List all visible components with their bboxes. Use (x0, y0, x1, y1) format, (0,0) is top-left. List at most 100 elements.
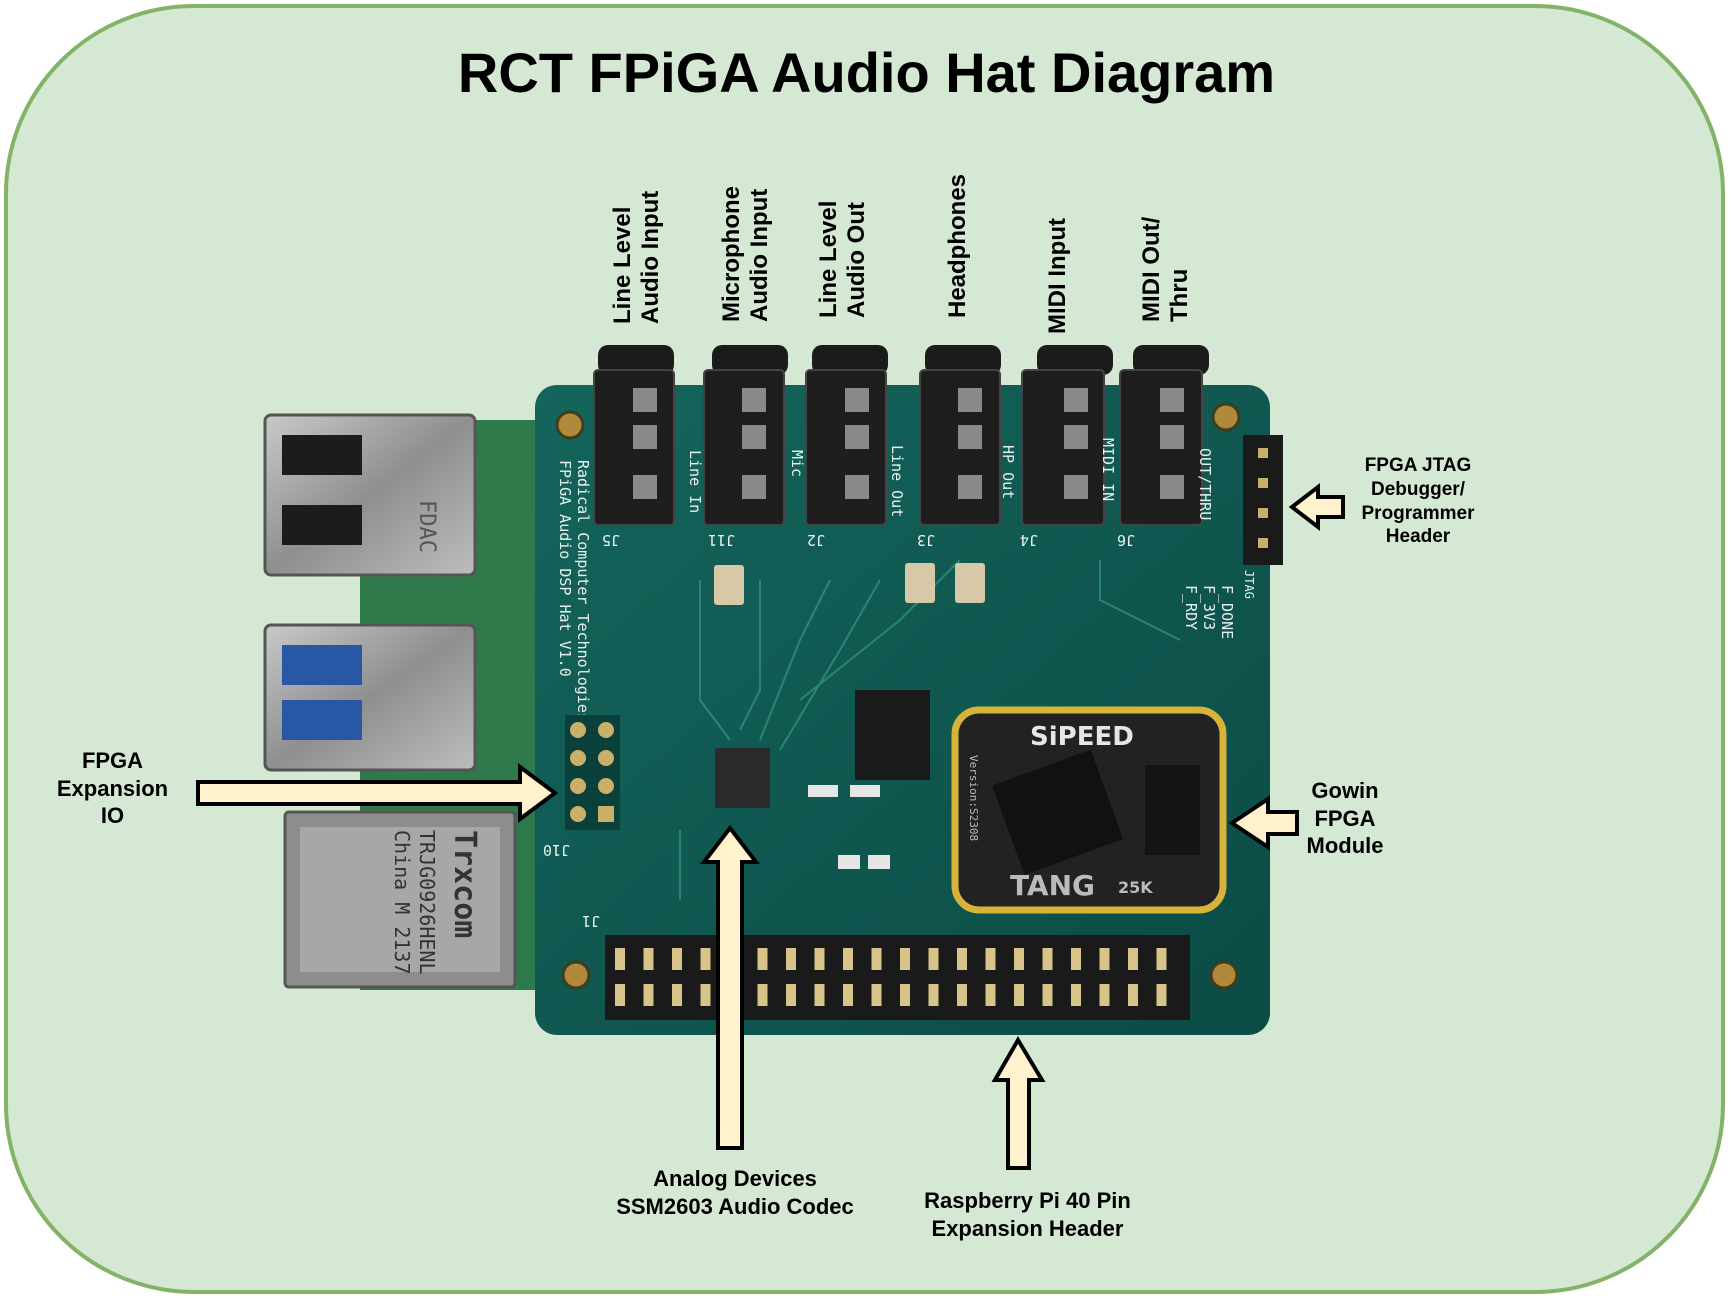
header-pin (1042, 948, 1053, 970)
header-pin (957, 948, 967, 970)
svg-text:J10: J10 (543, 841, 570, 859)
header-pin (615, 948, 625, 970)
usb-text: FDAC (414, 500, 439, 553)
status-label: F_3V3 (1200, 585, 1218, 630)
header-pin (643, 948, 654, 970)
audio-codec-chip (715, 748, 770, 808)
jack-j2: Line Out J2 (805, 345, 906, 549)
board-name: FPiGA Audio DSP Hat V1.0 (556, 460, 574, 677)
callout-arrows (196, 482, 1345, 1170)
passive-components (714, 563, 985, 869)
header-pin (757, 984, 768, 1006)
svg-text:J1: J1 (582, 912, 600, 930)
header-pin (1156, 948, 1167, 970)
svg-text:J4: J4 (1020, 531, 1038, 549)
header-pin (786, 984, 796, 1006)
svg-text:JTAG: JTAG (1242, 570, 1256, 599)
header-pin (814, 984, 825, 1006)
svg-text:OUT/THRU: OUT/THRU (1196, 448, 1214, 520)
header-pin (1128, 948, 1138, 970)
jack-j3: HP Out J3 (917, 345, 1017, 549)
mounting-hole (561, 960, 591, 990)
header-pin (928, 948, 939, 970)
header-pin (900, 948, 910, 970)
pcb-traces (679, 559, 1181, 900)
mounting-hole (1211, 402, 1241, 432)
usb-port-top: FDAC (263, 413, 477, 577)
header-pin (871, 984, 882, 1006)
header-pin (814, 948, 825, 970)
svg-text:HP Out: HP Out (999, 445, 1017, 499)
svg-text:Mic: Mic (788, 450, 806, 477)
svg-text:Line In: Line In (686, 450, 704, 513)
fpga-module: SiPEED TANG 25K Version:S2308 (951, 706, 1227, 914)
ethernet-origin: China M 2137 (390, 830, 414, 975)
jack-j11: Mic J11 (703, 345, 806, 549)
usb-port-bottom (263, 623, 477, 772)
status-label: F_RDY (1182, 585, 1200, 630)
jack-j5: Line In J5 (593, 345, 704, 549)
jtag-arrow (1288, 482, 1345, 532)
mounting-hole (555, 410, 585, 440)
header-pin (985, 948, 996, 970)
header-pin (672, 984, 682, 1006)
header-pin (757, 948, 768, 970)
header-pin (871, 948, 882, 970)
header-pin (1071, 948, 1081, 970)
expansion-io-arrow (196, 763, 559, 823)
fpga-badge: 25K (1118, 878, 1153, 897)
header-pin (1042, 984, 1053, 1006)
header-pin (672, 948, 682, 970)
header-pin (700, 948, 711, 970)
svg-text:J11: J11 (708, 531, 735, 549)
svg-text:J6: J6 (1117, 531, 1135, 549)
svg-text:J5: J5 (602, 531, 620, 549)
fpga-model: TANG (1010, 869, 1095, 902)
svg-text:J2: J2 (807, 531, 825, 549)
ethernet-port: Trxcom TRJG0926HENL China M 2137 (283, 810, 517, 989)
header-pin (1014, 948, 1024, 970)
svg-text:Line Out: Line Out (888, 445, 906, 517)
header-pin (700, 984, 711, 1006)
header-pin (615, 984, 625, 1006)
header-pin (1128, 984, 1138, 1006)
jack-j4: MIDI IN J4 (1020, 345, 1117, 549)
header-pin (843, 984, 853, 1006)
jack-j6: OUT/THRU J6 (1117, 345, 1214, 549)
header-pin (843, 948, 853, 970)
ethernet-brand: Trxcom (447, 830, 482, 938)
header-pin (786, 948, 796, 970)
header-pin (985, 984, 996, 1006)
rpi-header-arrow (991, 1036, 1046, 1170)
header-pin (1099, 984, 1110, 1006)
gowin-arrow (1228, 795, 1299, 851)
header-pin (1071, 984, 1081, 1006)
header-pin (643, 984, 654, 1006)
svg-text:J3: J3 (917, 531, 935, 549)
codec-arrow (699, 824, 761, 1150)
header-pin (1156, 984, 1167, 1006)
diagram-title: RCT FPiGA Audio Hat Diagram (457, 41, 1276, 104)
board-company: Radical Computer Technologies LLC (574, 460, 592, 758)
fpga-version: Version:S2308 (967, 755, 980, 841)
status-label: F_DONE (1218, 585, 1236, 639)
header-pin (1099, 948, 1110, 970)
expansion-io-header: J10 (543, 715, 620, 859)
header-pin (928, 984, 939, 1006)
ethernet-part: TRJG0926HENL (415, 830, 439, 975)
header-pin (900, 984, 910, 1006)
rpi-40-pin-header: J1 (582, 912, 1190, 1020)
mounting-hole (1209, 960, 1239, 990)
header-pin (957, 984, 967, 1006)
header-pin (1014, 984, 1024, 1006)
svg-text:MIDI IN: MIDI IN (1099, 438, 1117, 501)
fpga-brand: SiPEED (1030, 722, 1134, 752)
jtag-header: JTAG (1242, 435, 1283, 599)
inductor-l7 (855, 690, 930, 780)
